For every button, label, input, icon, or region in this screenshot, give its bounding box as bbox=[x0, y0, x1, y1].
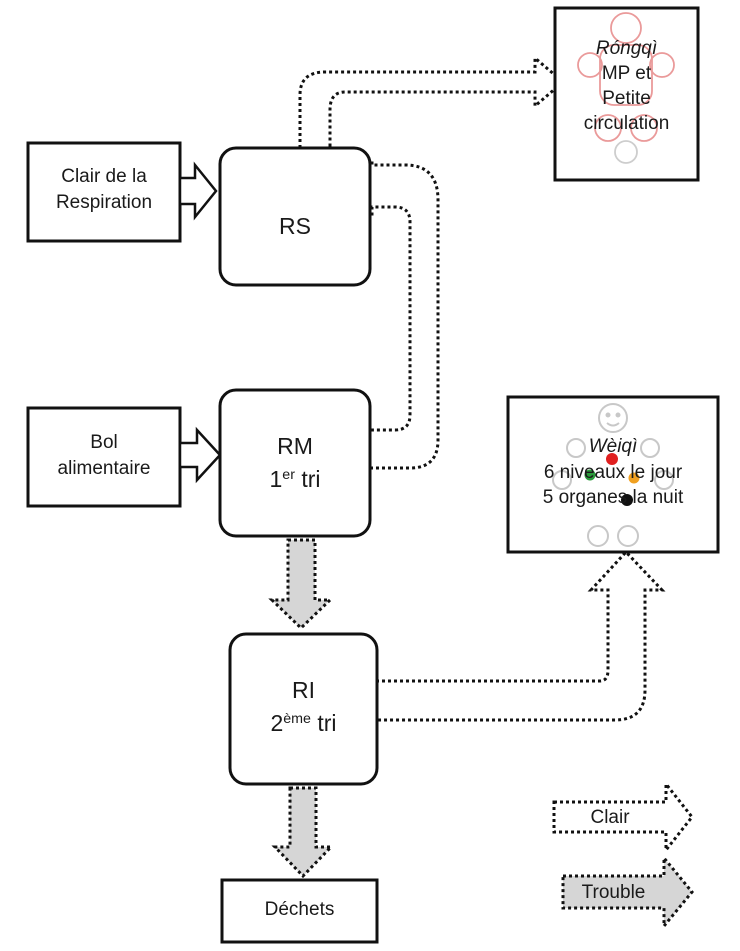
rs-label: RS bbox=[279, 213, 311, 239]
rongqi-box bbox=[553, 6, 700, 182]
bol-input-arrow bbox=[178, 426, 222, 484]
bol-label: Bol alimentaire bbox=[28, 430, 180, 481]
organ-dot-black bbox=[621, 494, 633, 506]
bol-label-line1: Bol bbox=[90, 432, 118, 453]
bol-label-line2: alimentaire bbox=[57, 457, 151, 479]
rm-to-ri-trouble-arrow bbox=[268, 538, 334, 631]
rongqi-body-figure bbox=[577, 12, 675, 164]
ri-to-dechets-trouble-arrow bbox=[271, 786, 335, 879]
weiqi-box bbox=[506, 395, 720, 554]
rm-tri-word: tri bbox=[294, 466, 321, 493]
ri-tri-number: 2 bbox=[270, 710, 284, 737]
rongqi-line2: MP et bbox=[601, 63, 652, 85]
ri-tri-word: tri bbox=[310, 710, 337, 737]
weiqi-line2: 6 niveaux le jour bbox=[543, 461, 683, 483]
weiqi-body-figure bbox=[552, 403, 674, 547]
rm-tri-number: 1 bbox=[269, 466, 283, 493]
respiration-label-line2: Respiration bbox=[55, 191, 153, 213]
organ-dot-green bbox=[584, 469, 596, 481]
rs-to-rongqi-clair-arrow bbox=[298, 54, 566, 154]
respiration-label: Clair de la Respiration bbox=[28, 164, 180, 215]
legend-trouble-label: Trouble bbox=[581, 882, 646, 903]
rm-label-line2: 1er tri bbox=[220, 463, 370, 496]
weiqi-title: Wèiqì bbox=[588, 436, 638, 457]
ri-label: RI 2ème tri bbox=[230, 674, 377, 741]
respiration-input-box bbox=[26, 141, 182, 243]
rongqi-line4: circulation bbox=[583, 113, 670, 135]
organ-dot-red bbox=[606, 453, 618, 465]
weiqi-label: Wèiqì 6 niveaux le jour 5 organes la nui… bbox=[508, 434, 718, 511]
rm-tri-superscript: er bbox=[282, 467, 295, 484]
rm-label-line1: RM bbox=[277, 433, 313, 459]
organ-dot-orange bbox=[628, 472, 640, 484]
rm-label: RM 1er tri bbox=[220, 430, 370, 497]
bol-input-box bbox=[26, 406, 182, 508]
dechets-box bbox=[220, 878, 379, 944]
ri-to-weiqi-clair-arrow bbox=[370, 549, 666, 722]
legend-clair-label: Clair bbox=[590, 807, 630, 828]
respiration-input-arrow bbox=[178, 161, 218, 221]
ri-label-line1: RI bbox=[292, 677, 315, 703]
dechets-label: Déchets bbox=[264, 899, 335, 920]
legend-trouble-arrow bbox=[561, 853, 694, 931]
rongqi-title: Róngqì bbox=[595, 38, 658, 59]
rongqi-line3: Petite bbox=[602, 88, 651, 110]
ri-label-line2: 2ème tri bbox=[230, 707, 377, 740]
weiqi-line3: 5 organes la nuit bbox=[542, 487, 684, 509]
rs-box bbox=[218, 146, 372, 287]
respiration-label-line1: Clair de la bbox=[61, 166, 147, 187]
rongqi-label: Róngqì MP et Petite circulation bbox=[555, 36, 698, 136]
ri-box bbox=[228, 632, 379, 786]
ri-tri-superscript: ème bbox=[283, 711, 311, 728]
legend-clair-arrow bbox=[552, 779, 694, 855]
rm-to-rs-clair-loop-arrow bbox=[337, 156, 440, 470]
rm-box bbox=[218, 388, 372, 538]
